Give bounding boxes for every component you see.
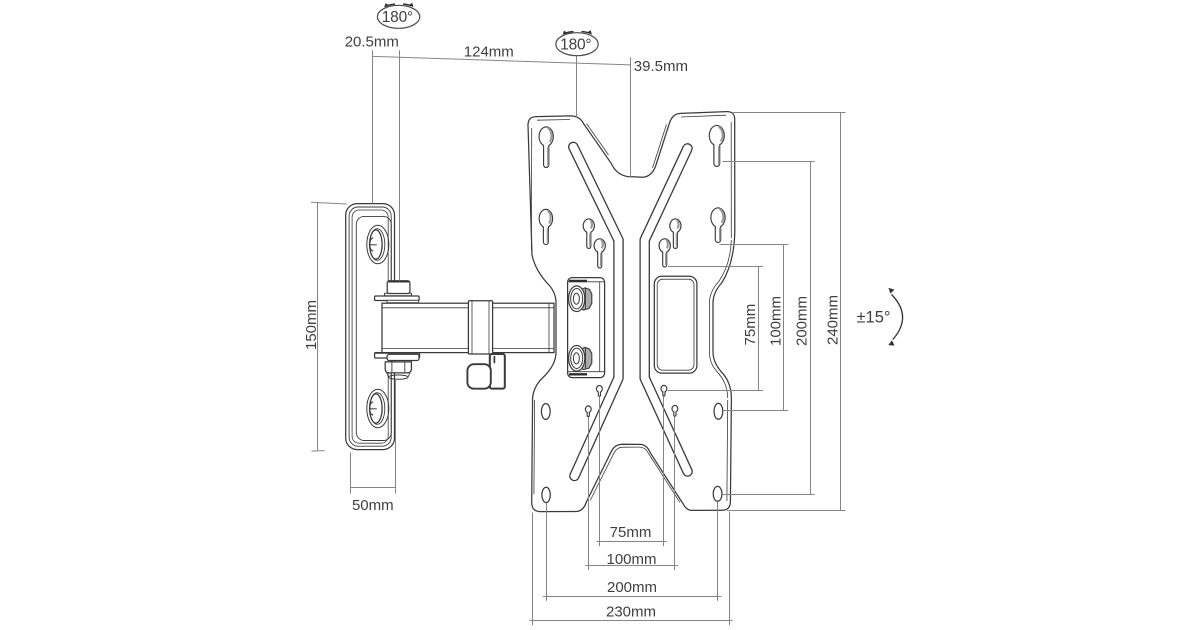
svg-text:±15°: ±15° [857,308,891,326]
svg-text:240mm: 240mm [825,295,842,345]
svg-text:230mm: 230mm [606,603,656,620]
svg-text:100mm: 100mm [606,551,656,568]
svg-text:124mm: 124mm [464,44,514,61]
svg-text:200mm: 200mm [794,296,811,346]
svg-text:200mm: 200mm [607,579,657,596]
svg-text:75mm: 75mm [742,304,759,346]
svg-text:100mm: 100mm [768,296,785,346]
svg-text:75mm: 75mm [610,524,652,541]
svg-text:180°: 180° [560,37,591,54]
svg-text:180°: 180° [382,9,413,26]
svg-text:150mm: 150mm [303,300,320,350]
svg-text:50mm: 50mm [352,497,394,514]
svg-text:20.5mm: 20.5mm [345,33,399,50]
svg-text:39.5mm: 39.5mm [634,58,688,75]
